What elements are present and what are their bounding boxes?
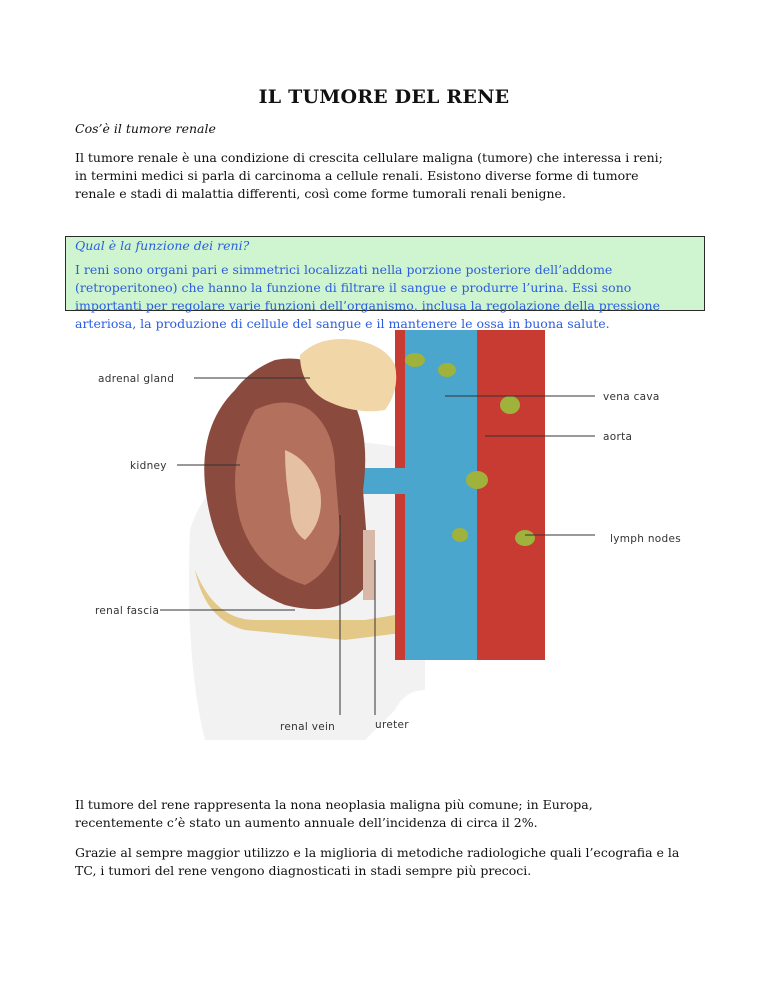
label-renal-fascia: renal fascia	[95, 605, 159, 617]
text-line: (retroperitoneo) che hanno la funzione d…	[75, 280, 632, 295]
text-line: Il tumore renale è una condizione di cre…	[75, 150, 663, 165]
text-line: TC, i tumori del rene vengono diagnostic…	[75, 863, 532, 878]
label-ureter: ureter	[375, 719, 409, 731]
vena-cava-shape	[405, 330, 477, 660]
lymph-node	[466, 471, 488, 489]
kidney-function-box: Qual è la funzione dei reni? I reni sono…	[65, 236, 705, 331]
lymph-node-group	[405, 353, 535, 546]
intro-paragraph: Il tumore renale è una condizione di cre…	[75, 149, 695, 203]
kidney-anatomy-illustration: adrenal gland vena cava aorta kidney lym…	[95, 330, 681, 740]
adrenal-gland-shape	[300, 339, 397, 412]
lymph-node	[452, 528, 468, 542]
paragraph-diagnosis: Grazie al sempre maggior utilizzo e la m…	[75, 844, 695, 880]
lymph-node	[500, 396, 520, 414]
text-line: I reni sono organi pari e simmetrici loc…	[75, 262, 613, 277]
page-title: IL TUMORE DEL RENE	[258, 86, 510, 108]
kidney-cortex-shape	[235, 402, 340, 585]
label-renal-vein: renal vein	[280, 721, 335, 733]
text-line: recentemente c’è stato un aumento annual…	[75, 815, 538, 830]
paragraph-incidence: Il tumore del rene rappresenta la nona n…	[75, 796, 695, 832]
box-question: Qual è la funzione dei reni?	[75, 238, 250, 253]
text-line: Il tumore del rene rappresenta la nona n…	[75, 797, 593, 812]
label-kidney: kidney	[130, 460, 167, 472]
lymph-node	[438, 363, 456, 377]
renal-fascia-shape	[195, 570, 425, 640]
label-lymph-nodes: lymph nodes	[610, 533, 681, 545]
lymph-node	[405, 353, 425, 367]
section-subtitle: Cos’è il tumore renale	[75, 121, 216, 136]
text-line: in termini medici si parla di carcinoma …	[75, 168, 639, 183]
lymph-node	[515, 530, 535, 546]
box-paragraph: I reni sono organi pari e simmetrici loc…	[75, 261, 704, 333]
text-line: importanti per regolare varie funzioni d…	[75, 298, 660, 313]
text-line: arteriosa, la produzione di cellule del …	[75, 316, 610, 331]
label-vena-cava: vena cava	[603, 391, 660, 403]
ureter-shape	[363, 530, 375, 600]
text-line: renale e stadi di malattia differenti, c…	[75, 186, 566, 201]
renal-pelvis-shape	[285, 450, 321, 540]
label-adrenal-gland: adrenal gland	[98, 373, 174, 385]
text-line: Grazie al sempre maggior utilizzo e la m…	[75, 845, 680, 860]
label-aorta: aorta	[603, 431, 632, 443]
